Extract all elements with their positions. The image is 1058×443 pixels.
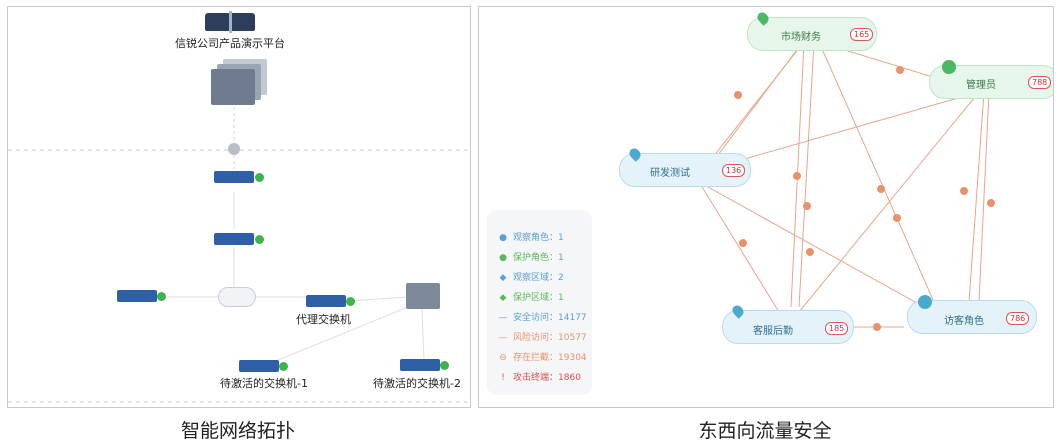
switch-icon [306,295,346,307]
right-caption: 东西向流量安全 [698,420,832,442]
legend-blocked: ⊖存在拦截：19304 [497,350,586,363]
node-visitor[interactable]: 访客角色 786 [907,295,1037,334]
legend-protect-role: ●保护角色：1 [497,250,564,263]
person-icon: ● [499,253,507,263]
online-check-icon [440,361,449,370]
switch-icon [239,360,279,372]
server-icon [406,283,440,309]
person-icon [918,295,932,309]
node-count: 185 [825,322,849,335]
legend-attack-terminal: !攻击终端：1860 [497,370,581,383]
online-check-icon [346,297,355,306]
server-stack-icon [211,69,255,105]
node-count: 136 [722,164,746,177]
node-admin[interactable]: 管理员 788 [929,60,1053,99]
proxy-switch-label: 代理交换机 [296,313,351,326]
line-icon: — [498,313,508,323]
pin-icon: ◆ [499,273,507,283]
pending-switch-2-label: 待激活的交换机-2 [373,377,461,390]
node-label: 研发测试 [650,168,690,179]
node-market-finance[interactable]: 市场财务 165 [747,10,877,51]
switch-icon [117,290,157,302]
left-caption: 智能网络拓扑 [180,420,295,442]
legend-observe-area: ◆观察区域：2 [497,270,564,283]
node-label: 客服后勤 [753,326,793,337]
node-label: 市场财务 [781,32,821,43]
legend: ●观察角色：1 ●保护角色：1 ◆观察区域：2 ◆保护区域：1 —安全访问：14… [487,210,592,395]
person-icon [942,60,956,74]
pending-switch-1-label: 待激活的交换机-1 [220,377,308,390]
node-label: 管理员 [966,80,996,91]
line-icon: — [498,333,508,343]
person-icon: ● [499,233,507,243]
node-count: 786 [1006,312,1030,325]
traffic-edges [698,41,995,331]
node-service-logistics[interactable]: 客服后勤 185 [722,303,854,344]
platform-server-stripe [229,11,232,33]
node-count: 788 [1028,76,1052,89]
legend-risk-access: —风险访问：10577 [498,333,587,343]
switch-icon [214,233,254,245]
block-icon: ⊖ [499,353,507,363]
node-rd-test[interactable]: 研发测试 136 [619,146,751,187]
gateway-node-icon [228,143,240,155]
online-check-icon [255,173,264,182]
online-check-icon [157,292,166,301]
legend-observe-role: ●观察角色：1 [497,230,564,243]
topology-panel: 信锐公司产品演示平台 代理交换机 待激活的交换机-1 待激活的交换机-2 [7,6,471,408]
online-check-icon [255,235,264,244]
online-check-icon [279,362,288,371]
pin-icon: ◆ [499,293,507,303]
cloud-icon [218,287,256,307]
legend-safe-access: —安全访问：14177 [498,313,587,323]
switch-icon [214,171,254,183]
topology-lines [8,107,470,403]
node-label: 访客角色 [944,316,984,327]
platform-label: 信锐公司产品演示平台 [175,37,285,50]
legend-protect-area: ◆保护区域：1 [497,290,564,303]
alert-icon: ! [501,373,505,383]
node-count: 165 [850,28,874,41]
switch-icon [400,359,440,371]
